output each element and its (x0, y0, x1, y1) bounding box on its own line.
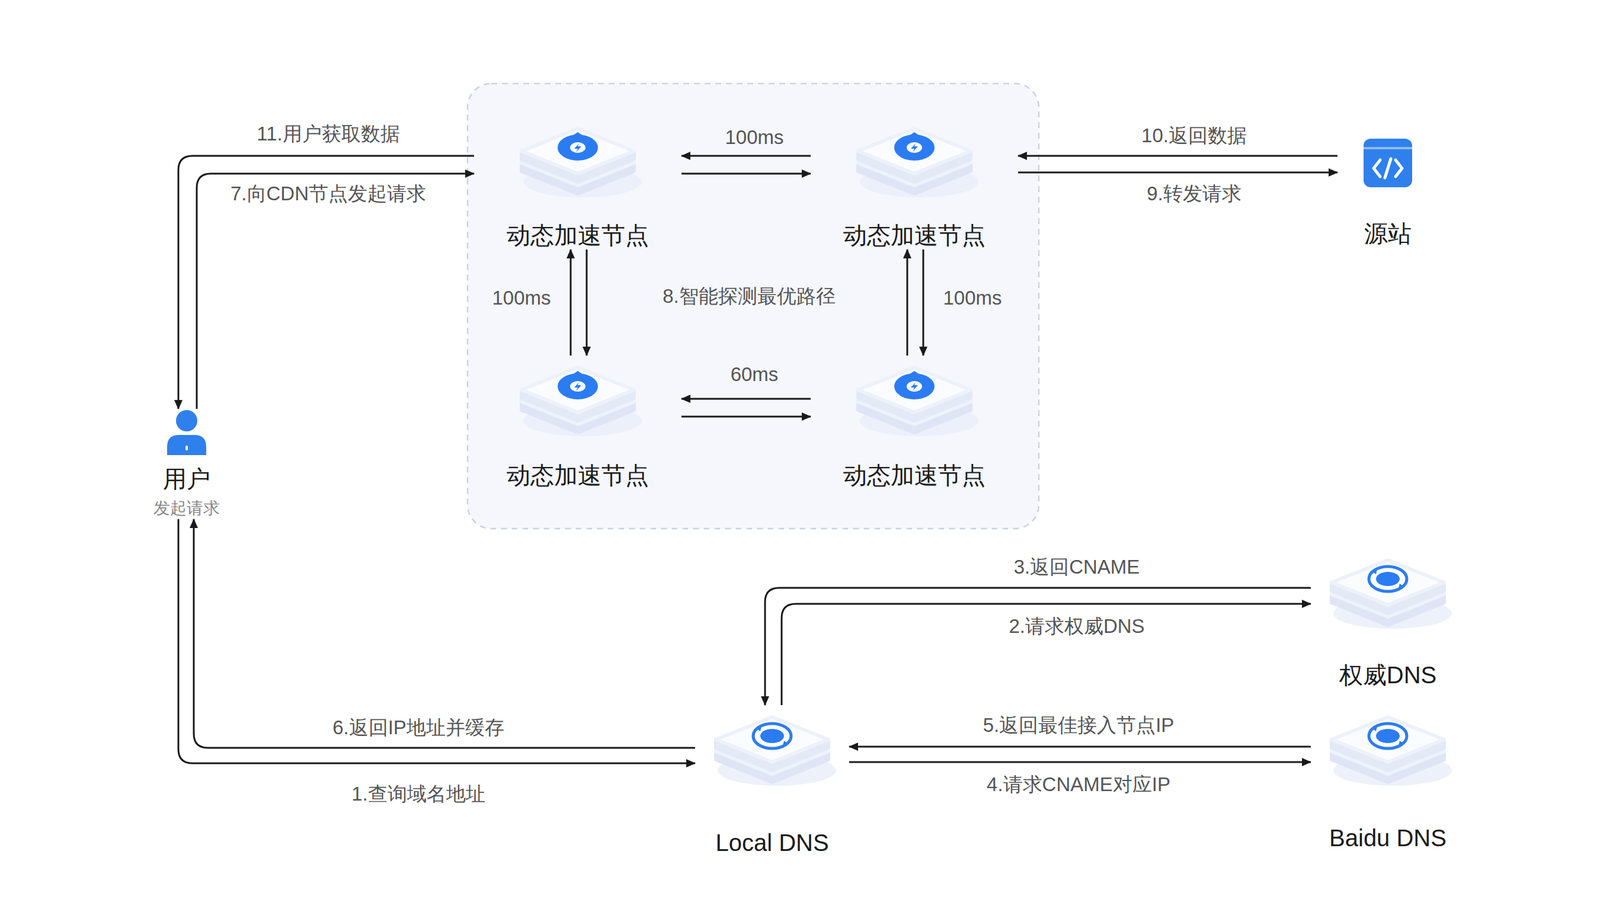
node-title: Baidu DNS (1329, 823, 1447, 853)
edge-label: 100ms (488, 286, 555, 310)
node-title: 动态加速节点 (506, 461, 649, 490)
diagram-node: 动态加速节点 (810, 116, 1019, 250)
edge-label: 10.返回数据 (1137, 123, 1251, 148)
diagram-node: Baidu DNS (1310, 705, 1465, 853)
diagram-node: 权威DNS (1310, 548, 1465, 690)
node-title: 动态加速节点 (843, 221, 986, 250)
flow-arrow (781, 603, 1311, 706)
flow-arrow (849, 761, 1311, 764)
flow-arrow (196, 173, 475, 409)
flow-arrow (1018, 155, 1338, 158)
edge-label: 5.返回最佳接入节点IP (979, 713, 1179, 738)
flow-arrow (1018, 171, 1338, 174)
node-title: 动态加速节点 (506, 221, 649, 250)
diagram-node: 源站 (1337, 137, 1439, 248)
cdn-node-icon (849, 355, 980, 439)
node-title: 源站 (1364, 219, 1412, 248)
edge-label: 4.请求CNAME对应IP (983, 772, 1174, 797)
edge-label: 7.向CDN节点发起请求 (226, 181, 430, 206)
diagram-node: 动态加速节点 (474, 355, 682, 490)
acceleration-region (467, 83, 1039, 529)
diagram-node: 用户发起请求 (127, 408, 246, 520)
edge-label: 9.转发请求 (1143, 181, 1246, 206)
node-subtitle: 发起请求 (153, 497, 220, 520)
flow-arrow (681, 416, 811, 418)
edge-label: 100ms (939, 286, 1006, 310)
diagram-node: 动态加速节点 (810, 355, 1019, 490)
flow-arrow (178, 519, 696, 764)
note-label: 8.智能探测最优路径 (658, 284, 840, 309)
flow-arrow (922, 249, 925, 356)
edge-label: 6.返回IP地址并缓存 (328, 715, 508, 740)
flow-arrow (178, 155, 475, 409)
flow-arrow (765, 587, 1311, 706)
flow-arrow (570, 249, 572, 356)
flow-arrow (681, 155, 811, 158)
edge-label: 100ms (721, 125, 787, 150)
cdn-node-icon (512, 355, 643, 439)
edge-label: 3.返回CNAME (1010, 555, 1144, 579)
diagram-node: 动态加速节点 (474, 116, 682, 250)
flow-arrow (849, 746, 1311, 748)
node-title: 用户 (162, 464, 211, 494)
cdn-node-icon (512, 116, 643, 200)
flow-arrow (906, 249, 909, 356)
edge-label: 60ms (727, 362, 783, 387)
flow-arrow (193, 519, 696, 748)
dns-server-icon (706, 705, 838, 789)
node-title: 动态加速节点 (843, 461, 986, 490)
edge-label: 2.请求权威DNS (1005, 614, 1148, 639)
node-title: Local DNS (715, 828, 829, 857)
user-icon (165, 408, 208, 457)
cdn-node-icon (849, 116, 980, 200)
edge-label: 1.查询域名地址 (347, 782, 489, 806)
flow-arrow (681, 398, 811, 400)
flow-arrow (681, 173, 811, 175)
diagram-node: Local DNS (695, 705, 850, 857)
dns-server-icon (1322, 705, 1454, 789)
edge-label: 11.用户获取数据 (253, 122, 403, 146)
origin-server-icon (1362, 137, 1414, 189)
dns-server-icon (1322, 548, 1454, 632)
node-title: 权威DNS (1339, 660, 1437, 690)
flow-arrow (586, 249, 588, 356)
